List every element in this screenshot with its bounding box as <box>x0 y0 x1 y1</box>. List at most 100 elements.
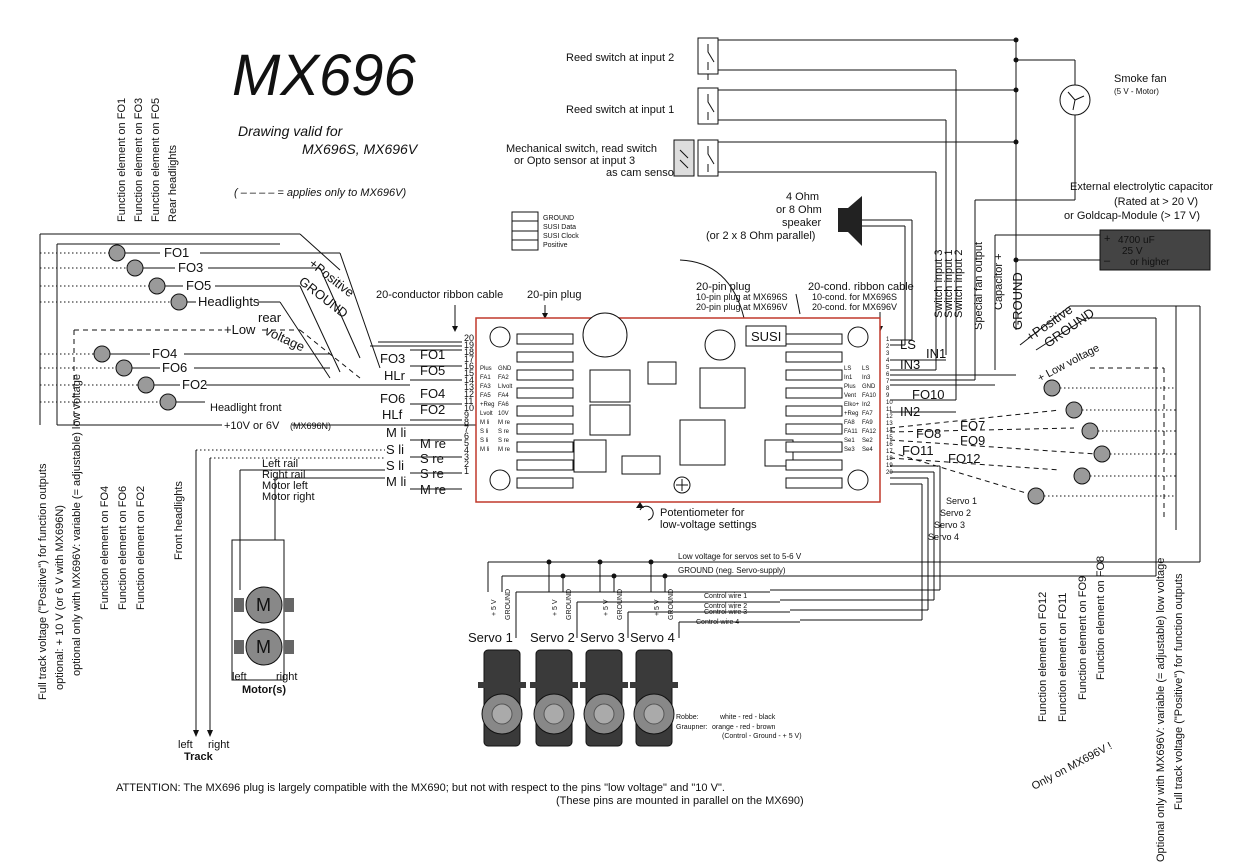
svg-text:S re: S re <box>498 438 510 444</box>
label-optional-low: optional only with MX696V: variable (= a… <box>71 374 83 676</box>
svg-text:FA7: FA7 <box>862 411 873 417</box>
lamp-fo8-icon <box>1065 401 1083 419</box>
plug-fo9: FO9 <box>960 433 985 448</box>
cap-minus: – <box>1104 255 1111 267</box>
lamp-fo3-icon <box>126 259 144 277</box>
svg-text:FA4: FA4 <box>498 393 509 399</box>
svg-text:Elko+: Elko+ <box>844 402 860 408</box>
svg-text:LIvolt: LIvolt <box>498 384 513 390</box>
motor-right: Motor right <box>262 491 315 503</box>
left-bus <box>39 233 341 425</box>
ribbon-right-l1: 10-cond. for MX696S <box>812 292 897 302</box>
svg-text:FA11: FA11 <box>844 429 858 435</box>
plug-in1: IN1 <box>926 346 946 361</box>
motor-left: Motor left <box>262 480 308 492</box>
lamp-fo12-icon <box>1027 487 1045 505</box>
susi-clock: SUSI Clock <box>543 233 579 240</box>
svg-text:Vent: Vent <box>844 393 856 399</box>
svg-text:Se2: Se2 <box>862 438 873 444</box>
servo-label-1: Servo 1 <box>468 630 513 645</box>
svg-text:FA10: FA10 <box>862 393 877 399</box>
pcb-right-header <box>785 333 843 489</box>
label-right-low-optional: Optional only with MX696V: variable (= a… <box>1155 558 1167 862</box>
svg-text:+ 5 V: + 5 V <box>603 599 610 616</box>
svg-text:12: 12 <box>886 414 893 420</box>
rail-wires <box>193 449 385 737</box>
svg-text:11: 11 <box>464 396 473 406</box>
motor-1-icon <box>245 586 283 624</box>
ribbon-right-l2: 20-cond. for MX696V <box>812 302 897 312</box>
capacitor-icon <box>1099 229 1211 271</box>
label-right-full-track: Full track voltage ("Positive") for func… <box>1173 573 1185 810</box>
label-optional-10v: optional: + 10 V (or 6 V with MX696N) <box>54 505 66 690</box>
svg-text:FA5: FA5 <box>480 393 491 399</box>
plug-left-label: 20-pin plug <box>527 289 581 301</box>
plug-right-l1: 10-pin plug at MX696S <box>696 292 788 302</box>
svg-text:Se3: Se3 <box>844 447 855 453</box>
left-plug-lines <box>370 341 462 490</box>
reed-switch-1-icon <box>697 87 719 125</box>
lamp-fo12-a-icon <box>1073 467 1091 485</box>
top-wiring <box>707 37 1100 400</box>
plug-fo7: FO7 <box>960 418 985 433</box>
plug-mli1: M li <box>386 425 406 440</box>
label-ground-top: GROUND <box>1010 272 1025 330</box>
servo-wires <box>770 466 941 621</box>
plug-fo3: FO3 <box>380 351 405 366</box>
out-headlight-front: Headlight front <box>210 402 282 414</box>
attention-l2: (These pins are mounted in parallel on t… <box>556 795 804 807</box>
svg-text:Plus: Plus <box>844 384 856 390</box>
label-switch1: Switch input 1 <box>943 250 955 318</box>
opto-sensor-icon <box>673 139 695 177</box>
control-wire-3: Control wire 3 <box>704 609 747 616</box>
lamp-fo4-icon <box>93 345 111 363</box>
svg-text:1: 1 <box>464 466 469 476</box>
motor-group <box>234 586 294 666</box>
pcb-left-header <box>516 333 574 489</box>
control-wires <box>515 591 800 638</box>
cap-v3: or higher <box>1130 257 1170 268</box>
svg-text:4: 4 <box>464 445 469 455</box>
label-switch2: Switch input 2 <box>953 250 965 318</box>
svg-text:10: 10 <box>886 400 893 406</box>
svg-text:M re: M re <box>498 447 511 453</box>
servo-label-3: Servo 3 <box>580 630 625 645</box>
out-fo3: FO3 <box>178 260 203 275</box>
svg-text:M li: M li <box>480 447 489 453</box>
servo-wire-1: Servo 1 <box>946 496 977 506</box>
servo-wire-3: Servo 3 <box>934 520 965 530</box>
svg-text:16: 16 <box>886 442 893 448</box>
right-bottom-labels: Function element on FO12 Function elemen… <box>1037 556 1107 722</box>
motor-2-icon <box>245 628 283 666</box>
label-fo1-element: Function element on FO1 <box>116 98 128 222</box>
svg-text:2: 2 <box>886 344 890 350</box>
svg-text:7: 7 <box>464 424 469 434</box>
svg-text:5: 5 <box>886 365 890 371</box>
right-vertical-top-labels: Switch input 3 Switch input 1 Switch inp… <box>933 242 1025 330</box>
plug-fo6: FO6 <box>380 391 405 406</box>
svg-text:15: 15 <box>464 368 474 378</box>
label-fo6-element: Function element on FO6 <box>117 486 129 610</box>
plug-fo10: FO10 <box>912 387 945 402</box>
svg-text:M li: M li <box>480 420 489 426</box>
lamp-fo1-icon <box>108 244 126 262</box>
ribbon-left-label: 20-conductor ribbon cable <box>376 289 503 301</box>
plug-mli2: M li <box>386 474 406 489</box>
right-lamp-group <box>1027 306 1177 530</box>
ribbon-right-title: 20-cond. ribbon cable <box>808 281 914 293</box>
speaker-l3: speaker <box>782 217 821 229</box>
svg-text:GROUND: GROUND <box>505 589 512 620</box>
label-cap-plus: Capacitor + <box>993 253 1005 310</box>
label-full-track: Full track voltage ("Positive") for func… <box>37 463 49 700</box>
page-title: MX696 <box>232 43 417 108</box>
svg-text:20: 20 <box>464 333 474 343</box>
mech-l3: as cam sensor <box>606 167 678 179</box>
label-fo2-element: Function element on FO2 <box>135 486 147 610</box>
control-wire-4: Control wire 4 <box>696 619 739 626</box>
plug-ls: LS <box>900 337 916 352</box>
rail-right: Right rail <box>262 469 305 481</box>
servo-1-icon <box>478 649 526 747</box>
svg-text:FA3: FA3 <box>480 384 491 390</box>
control-wire-1: Control wire 1 <box>704 593 747 600</box>
servo-2-icon <box>530 649 578 747</box>
